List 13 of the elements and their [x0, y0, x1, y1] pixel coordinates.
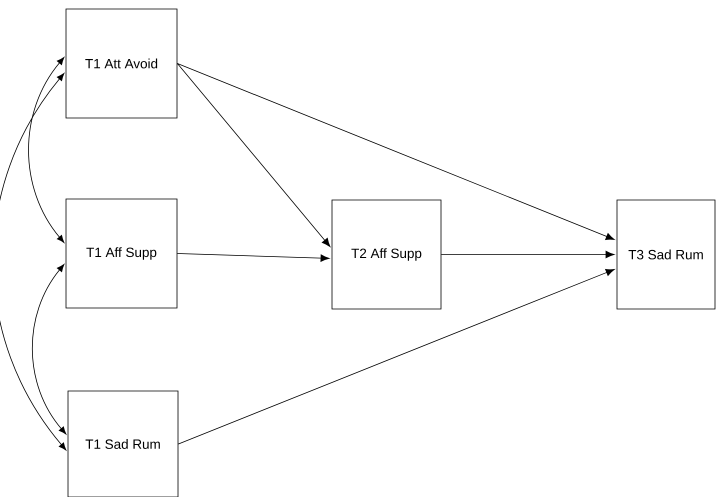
arrow	[441, 250, 614, 258]
arrow	[177, 63, 330, 247]
curved-arrow	[32, 264, 66, 434]
variable-box: T3 Sad Rum	[616, 200, 716, 310]
variable-box: T1 Att Avoid	[66, 8, 178, 118]
curved-arrow	[0, 73, 66, 450]
arrow	[177, 253, 330, 262]
arrow	[178, 269, 615, 444]
variable-box: T2 Aff Supp	[332, 200, 442, 310]
variable-box: T1 Sad Rum	[68, 390, 178, 497]
curved-arrow	[28, 57, 64, 243]
arrow	[177, 63, 615, 240]
variable-box: T1 Aff Supp	[66, 198, 178, 308]
